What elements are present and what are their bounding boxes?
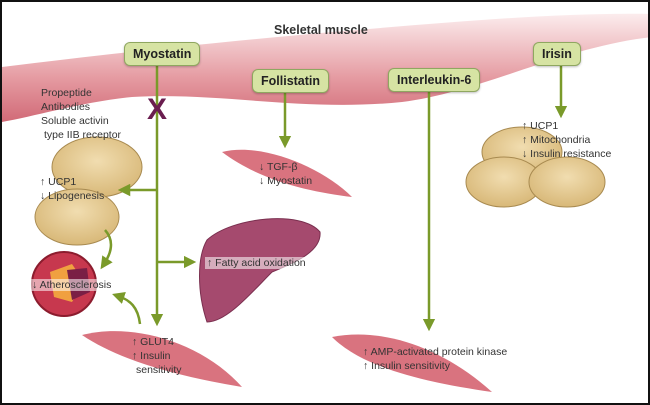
adipose-effects: ↑ UCP1↓ Lipogenesis bbox=[40, 176, 105, 202]
arrow-adipose-to-vessel bbox=[100, 229, 113, 270]
myostatin-box: Myostatin bbox=[124, 42, 201, 66]
muscle-follistatin bbox=[222, 149, 352, 197]
skeletal-muscle-band bbox=[2, 13, 648, 122]
inhibition-x-mark: X bbox=[147, 93, 168, 126]
diagram-title: Skeletal muscle bbox=[274, 23, 368, 37]
liver-effect-label: ↑ Fatty acid oxidation bbox=[205, 257, 308, 269]
muscle-myostatin bbox=[82, 331, 242, 387]
interleukin6-box: Interleukin-6 bbox=[388, 68, 481, 92]
muscle-il6 bbox=[332, 334, 492, 392]
irisin-box: Irisin bbox=[533, 42, 581, 66]
arrow-muscle-to-vessel bbox=[112, 292, 142, 325]
irisin-effects: ↑ UCP1↑ Mitochondria↓ Insulin resistance bbox=[522, 120, 612, 160]
adipose-cell bbox=[34, 188, 120, 246]
follistatin-box: Follistatin bbox=[252, 69, 330, 93]
follistatin-effects: ↓ TGF-β↓ Myostatin bbox=[259, 161, 313, 187]
atherosclerosis-label: ↓ Atherosclerosis bbox=[30, 279, 114, 291]
adipose-cell bbox=[528, 156, 606, 208]
il6-effects: ↑ AMP-activated protein kinase↑ Insulin … bbox=[363, 346, 508, 372]
liver bbox=[199, 218, 321, 323]
